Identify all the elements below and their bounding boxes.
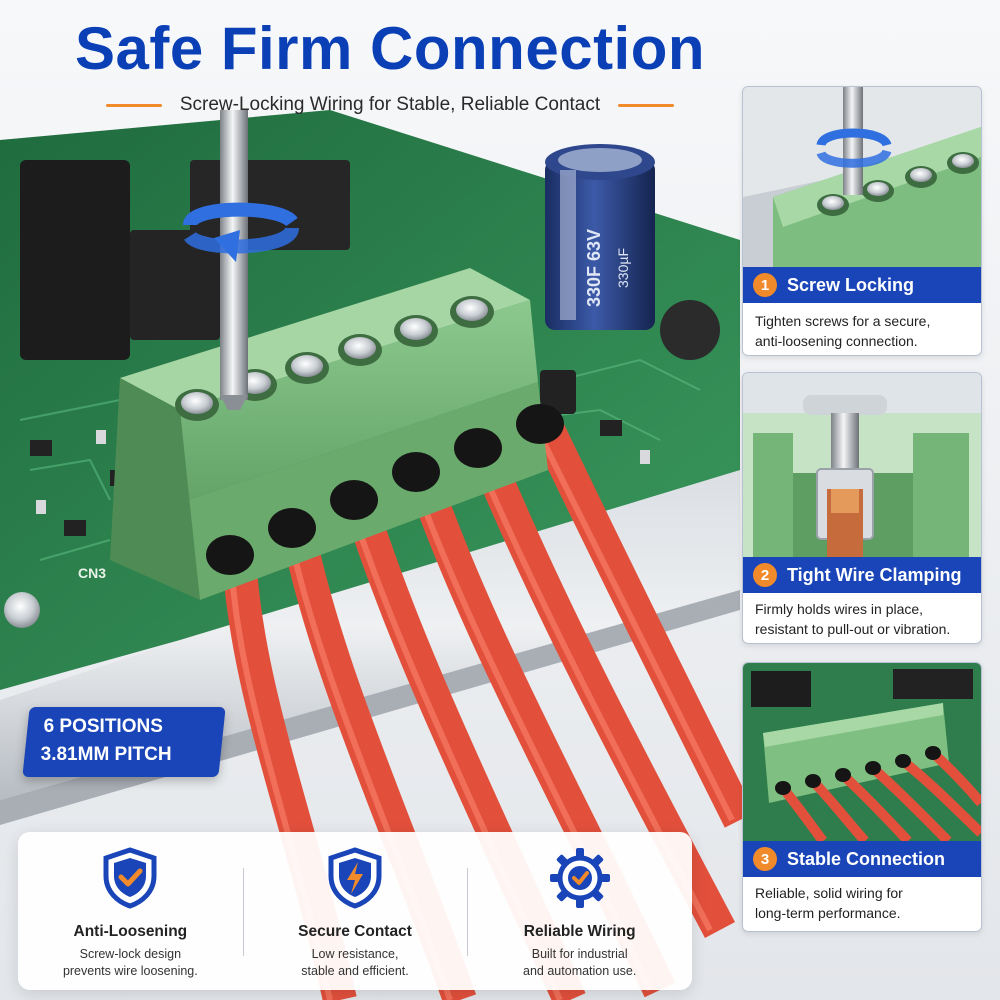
- feature-description: Screw-lock design prevents wire loosenin…: [26, 946, 235, 980]
- card-title-bar: 1 Screw Locking: [743, 267, 981, 303]
- positions-label: 6 POSITIONS: [43, 716, 163, 737]
- shield-lightning-icon: [328, 847, 382, 909]
- feature-desc-line: stable and efficient.: [301, 964, 409, 978]
- wire-clamping-photo: [743, 373, 981, 557]
- card-desc-line: Reliable, solid wiring for: [755, 885, 903, 901]
- svg-text:330F 63V: 330F 63V: [584, 229, 604, 307]
- screwdriver: [220, 110, 248, 410]
- rotation-arrow-icon: [183, 202, 299, 262]
- screw-locking-photo: [743, 87, 981, 267]
- capacitor: 330F 63V 330µF: [545, 144, 655, 330]
- pitch-label: 3.81MM PITCH: [40, 744, 172, 765]
- card-title-bar: 2 Tight Wire Clamping: [743, 557, 981, 593]
- card-description: Reliable, solid wiring for long-term per…: [755, 883, 973, 923]
- card-desc-line: resistant to pull-out or vibration.: [755, 621, 951, 637]
- feature-desc-line: prevents wire loosening.: [62, 964, 198, 978]
- subtitle-rule-right: [618, 103, 675, 107]
- feature-description: Built for industrial and automation use.: [475, 946, 684, 980]
- card-title: Tight Wire Clamping: [787, 564, 962, 585]
- card-title: Stable Connection: [787, 848, 946, 869]
- relay-chip: [20, 160, 130, 360]
- feature-desc-line: Screw-lock design: [79, 947, 182, 961]
- board-screw: [4, 592, 40, 628]
- page-subtitle: Screw-Locking Wiring for Stable, Reliabl…: [179, 94, 601, 115]
- card-desc-line: Firmly holds wires in place,: [755, 601, 924, 617]
- feature-reliable-wiring: Reliable Wiring Built for industrial and…: [467, 832, 692, 990]
- step-number-badge: 3: [753, 847, 777, 871]
- card-description: Tighten screws for a secure, anti-loosen…: [755, 311, 973, 351]
- feature-desc-line: Built for industrial: [531, 947, 628, 961]
- step-number-badge: 1: [753, 273, 777, 297]
- gear-check-icon: [549, 848, 610, 908]
- feature-desc-line: and automation use.: [523, 964, 637, 978]
- feature-title: Reliable Wiring: [523, 923, 636, 940]
- card-desc-line: anti-loosening connection.: [755, 333, 918, 349]
- card-title-bar: 3 Stable Connection: [743, 841, 981, 877]
- card-tight-wire-clamping: 2 Tight Wire Clamping Firmly holds wires…: [742, 372, 982, 644]
- feature-description: Low resistance, stable and efficient.: [251, 946, 460, 980]
- feature-desc-line: Low resistance,: [311, 947, 399, 961]
- feature-anti-loosening: Anti-Loosening Screw-lock design prevent…: [18, 832, 243, 990]
- card-desc-line: long-term performance.: [755, 905, 901, 921]
- feature-secure-contact: Secure Contact Low resistance, stable an…: [242, 832, 468, 990]
- stable-connection-photo: [743, 663, 981, 841]
- card-description: Firmly holds wires in place, resistant t…: [755, 599, 973, 639]
- feature-title: Secure Contact: [298, 923, 412, 940]
- card-stable-connection: 3 Stable Connection Reliable, solid wiri…: [742, 662, 982, 932]
- connector-label: CN3: [78, 565, 106, 581]
- feature-title: Anti-Loosening: [73, 923, 188, 940]
- page-title: Safe Firm Connection: [74, 15, 706, 82]
- card-title: Screw Locking: [787, 274, 915, 295]
- card-desc-line: Tighten screws for a secure,: [755, 313, 931, 329]
- step-number-badge: 2: [753, 563, 777, 587]
- subtitle-rule-left: [105, 103, 162, 107]
- shield-check-icon: [103, 847, 157, 909]
- feature-strip: Anti-Loosening Screw-lock design prevent…: [18, 832, 692, 990]
- positions-badge: 6 POSITIONS 3.81MM PITCH: [22, 707, 226, 777]
- subtitle-row: Screw-Locking Wiring for Stable, Reliabl…: [60, 92, 720, 118]
- card-screw-locking: 1 Screw Locking Tighten screws for a sec…: [742, 86, 982, 356]
- svg-text:330µF: 330µF: [615, 248, 631, 288]
